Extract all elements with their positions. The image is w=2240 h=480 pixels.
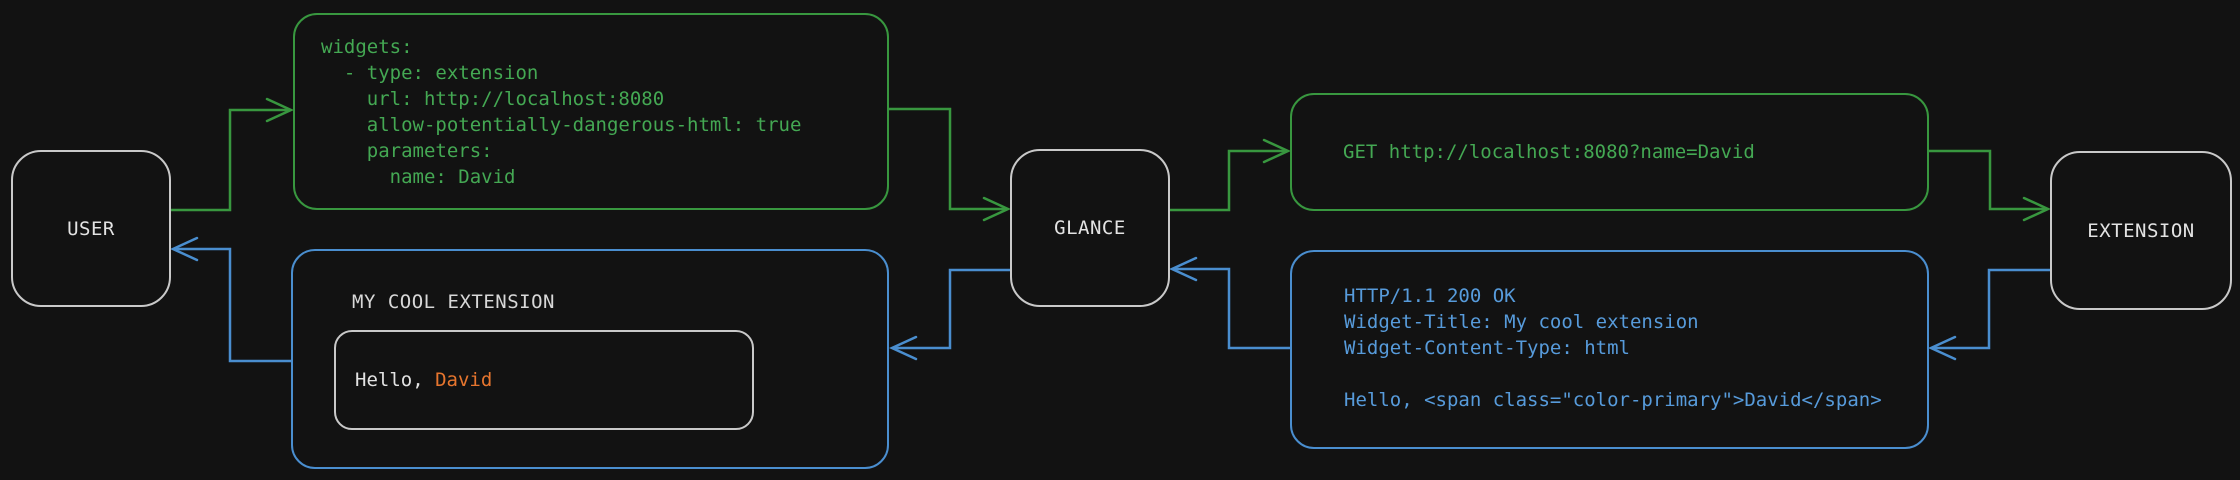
connector-widget-to-user (169, 236, 293, 363)
http-response-code: HTTP/1.1 200 OK Widget-Title: My cool ex… (1344, 285, 1882, 411)
node-user: USER (11, 150, 171, 307)
config-yaml-code: widgets: - type: extension url: http://l… (321, 36, 802, 188)
arrowhead-right-icon (1262, 138, 1292, 164)
connector-extension-to-response (1927, 268, 2052, 361)
connector-user-to-config (169, 97, 295, 212)
greeting-name: David (435, 369, 493, 391)
connector-glance-to-widget (888, 268, 1012, 361)
arrowhead-left-icon (888, 335, 918, 361)
http-request-box: GET http://localhost:8080?name=David (1290, 93, 1929, 211)
node-glance: GLANCE (1010, 149, 1170, 307)
arrowhead-left-icon (1927, 335, 1957, 361)
connector-request-to-extension (1927, 149, 2052, 222)
http-response-box: HTTP/1.1 200 OK Widget-Title: My cool ex… (1290, 250, 1929, 449)
widget-greeting-box: Hello, David (334, 330, 754, 430)
config-yaml-box: widgets: - type: extension url: http://l… (293, 13, 889, 210)
node-glance-label: GLANCE (1054, 217, 1126, 239)
arrowhead-right-icon (982, 196, 1012, 222)
arrowhead-left-icon (1168, 256, 1198, 282)
greeting-prefix: Hello, (355, 369, 436, 391)
node-extension: EXTENSION (2050, 151, 2232, 310)
arrowhead-right-icon (265, 97, 295, 123)
node-user-label: USER (67, 217, 115, 240)
arrowhead-left-icon (169, 236, 199, 262)
arrowhead-right-icon (2022, 196, 2052, 222)
connector-glance-to-request (1168, 138, 1292, 212)
connector-config-to-glance (887, 107, 1012, 222)
http-request-code: GET http://localhost:8080?name=David (1343, 141, 1755, 163)
widget-title: MY COOL EXTENSION (352, 291, 555, 313)
connector-response-to-glance (1168, 256, 1292, 350)
rendered-widget-box: MY COOL EXTENSION Hello, David (291, 249, 889, 469)
node-extension-label: EXTENSION (2087, 219, 2195, 242)
